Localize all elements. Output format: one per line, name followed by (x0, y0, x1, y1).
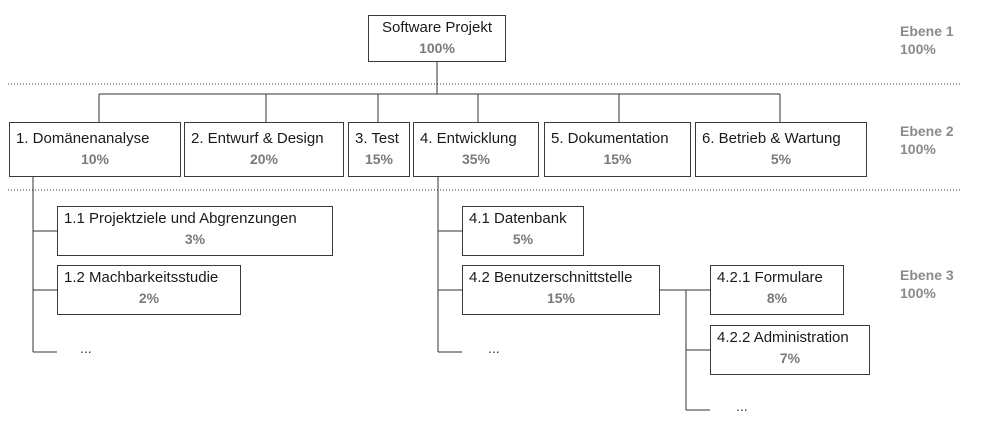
node-percent: 8% (766, 290, 788, 306)
wbs-node-test: 3. Test 15% (348, 122, 410, 177)
level-name: Ebene 2 (900, 123, 954, 139)
level-label-1: Ebene 1 100% (900, 22, 954, 58)
wbs-node-domaenenanalyse: 1. Domänenanalyse 10% (9, 122, 181, 177)
node-percent: 35% (461, 151, 491, 167)
wbs-node-datenbank: 4.1 Datenbank 5% (462, 206, 584, 256)
node-title: 1. Domänenanalyse (16, 130, 150, 147)
node-percent: 5% (770, 151, 792, 167)
level-percent: 100% (900, 285, 936, 301)
node-percent: 2% (138, 290, 160, 306)
wbs-node-entwurf-design: 2. Entwurf & Design 20% (184, 122, 344, 177)
node-title: 3. Test (355, 130, 399, 147)
node-percent: 10% (80, 151, 110, 167)
level-label-2: Ebene 2 100% (900, 122, 954, 158)
level-percent: 100% (900, 141, 936, 157)
level-name: Ebene 3 (900, 267, 954, 283)
node-percent: 3% (184, 231, 206, 247)
node-title: 4.2 Benutzerschnittstelle (469, 269, 633, 286)
node-title: 2. Entwurf & Design (191, 130, 324, 147)
wbs-node-benutzerschnittstelle: 4.2 Benutzerschnittstelle 15% (462, 265, 660, 315)
wbs-node-projektziele: 1.1 Projektziele und Abgrenzungen 3% (57, 206, 333, 256)
node-percent: 15% (603, 151, 632, 167)
level-label-3: Ebene 3 100% (900, 266, 954, 302)
node-title: 6. Betrieb & Wartung (702, 130, 841, 147)
level-percent: 100% (900, 41, 936, 57)
node-title: 4. Entwicklung (420, 130, 517, 147)
level-name: Ebene 1 (900, 23, 954, 39)
node-title: 1.2 Machbarkeitsstudie (64, 269, 219, 286)
node-percent: 20% (249, 151, 279, 167)
node-title: 5. Dokumentation (551, 130, 669, 147)
wbs-node-administration: 4.2.2 Administration 7% (710, 325, 870, 375)
wbs-node-dokumentation: 5. Dokumentation 15% (544, 122, 691, 177)
node-title: Software Projekt (381, 19, 493, 36)
ellipsis-ui: ... (736, 398, 748, 414)
node-title: 4.2.1 Formulare (717, 269, 823, 286)
node-percent: 15% (546, 290, 576, 306)
node-percent: 100% (419, 40, 455, 56)
node-percent: 5% (512, 231, 534, 247)
node-percent: 7% (779, 350, 801, 366)
wbs-node-betrieb-wartung: 6. Betrieb & Wartung 5% (695, 122, 867, 177)
wbs-node-entwicklung: 4. Entwicklung 35% (413, 122, 539, 177)
wbs-node-machbarkeitsstudie: 1.2 Machbarkeitsstudie 2% (57, 265, 241, 315)
ellipsis-development: ... (488, 340, 500, 356)
node-title: 4.1 Datenbank (469, 210, 567, 227)
node-title: 4.2.2 Administration (717, 329, 849, 346)
node-title: 1.1 Projektziele und Abgrenzungen (64, 210, 297, 227)
ellipsis-domain: ... (80, 340, 92, 356)
wbs-node-formulare: 4.2.1 Formulare 8% (710, 265, 844, 315)
node-percent: 15% (364, 151, 394, 167)
wbs-node-root: Software Projekt 100% (368, 15, 506, 62)
